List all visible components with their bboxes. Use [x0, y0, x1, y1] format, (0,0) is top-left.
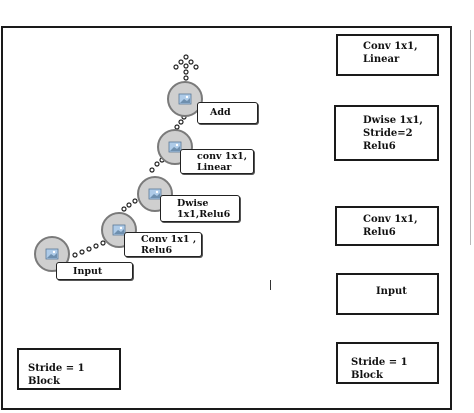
connector-dwise-conv2: [149, 157, 165, 173]
node-label-dwise-line2: 1x1,Relu6: [177, 209, 231, 220]
node-label-dwise-line1: Dwise: [177, 198, 209, 209]
node-label-input-line1: Input: [73, 266, 103, 277]
right-box-conv-linear-line2: Linear: [363, 54, 400, 65]
image-placeholder-icon: [168, 141, 182, 153]
right-box-dwise-line3: Relu6: [363, 141, 396, 152]
node-label-conv1-line2: Relu6: [141, 245, 173, 256]
stride-block-right-text: Stride = 1 Block: [351, 357, 408, 381]
image-placeholder-icon: [45, 248, 59, 260]
image-placeholder-icon: [178, 93, 192, 105]
node-label-conv2: conv 1x1, Linear: [180, 149, 254, 174]
right-box-conv-linear-line1: Conv 1x1,: [363, 41, 418, 52]
right-box-dwise-line2: Stride=2: [363, 128, 413, 139]
text-cursor: [270, 280, 271, 290]
connector-conv1-dwise: [121, 198, 138, 212]
stride-block-left: Stride = 1 Block: [17, 348, 121, 390]
right-box-input: Input: [336, 273, 439, 315]
node-label-conv1: Conv 1x1 , Relu6: [124, 232, 202, 257]
right-box-conv-linear: Conv 1x1, Linear: [336, 34, 439, 76]
node-label-conv2-line1: conv 1x1,: [197, 151, 248, 162]
image-placeholder-icon: [112, 224, 126, 236]
node-label-input: Input: [56, 262, 133, 280]
node-label-conv1-line1: Conv 1x1 ,: [141, 234, 197, 245]
image-placeholder-icon: [148, 188, 162, 200]
stride-block-left-text: Stride = 1 Block: [28, 363, 85, 387]
right-box-dwise-stride: Dwise 1x1, Stride=2 Relu6: [334, 105, 439, 161]
right-box-conv-relu: Conv 1x1, Relu6: [335, 206, 439, 246]
node-label-add-line1: Add: [210, 107, 231, 118]
right-box-input-line1: Input: [376, 286, 407, 297]
right-box-conv-relu-line2: Relu6: [363, 227, 396, 238]
node-label-add: Add: [197, 102, 258, 124]
diagram-frame: [1, 26, 452, 410]
node-label-dwise: Dwise 1x1,Relu6: [160, 195, 240, 222]
stride-block-right: Stride = 1 Block: [336, 342, 439, 384]
up-arrow-icon: [173, 54, 199, 81]
node-add: [167, 81, 203, 117]
connector-conv2-add: [174, 114, 187, 130]
right-box-dwise-line1: Dwise 1x1,: [363, 115, 423, 126]
right-box-conv-relu-line1: Conv 1x1,: [363, 214, 418, 225]
node-label-conv2-line2: Linear: [197, 162, 232, 173]
right-edge-line: [470, 30, 471, 245]
connector-input-conv1: [72, 240, 106, 258]
